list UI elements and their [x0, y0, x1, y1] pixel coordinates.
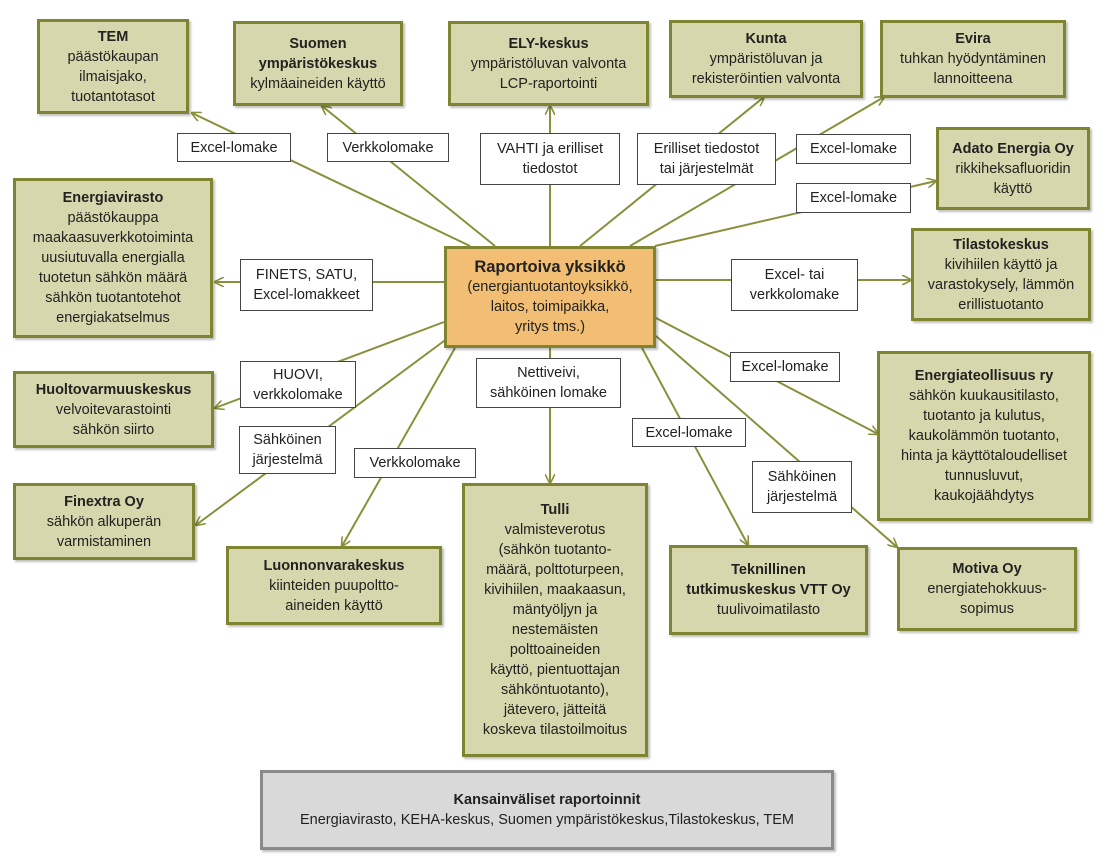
international-body: Energiavirasto, KEHA-keskus, Suomen ympä… [300, 812, 794, 828]
center-title: Raportoiva yksikkö [474, 258, 626, 276]
node-body: kylmäaineiden käyttö [250, 75, 386, 92]
node-vtt: Teknillinen tutkimuskeskus VTT Oy tuuliv… [669, 545, 868, 635]
node-ely: ELY-keskus ympäristöluvan valvonta LCP-r… [448, 21, 649, 106]
label-motiva: Sähköinen järjestelmä [752, 461, 852, 513]
node-evira: Evira tuhkan hyödyntäminen lannoitteena [880, 20, 1066, 98]
node-body: sähkön kuukausitilasto, tuotanto ja kulu… [900, 388, 1068, 504]
node-title: ELY-keskus [508, 35, 589, 52]
label-syke: Verkkolomake [327, 133, 449, 162]
node-body: päästökaupan ilmaisjako, tuotantotasot [67, 48, 159, 105]
node-body: päästökauppa maakaasuverkkotoiminta uusi… [32, 210, 194, 326]
label-ely: VAHTI ja erilliset tiedostot [480, 133, 620, 185]
node-title: Huoltovarmuuskeskus [35, 381, 192, 398]
label-tilastokeskus: Excel- tai verkkolomake [731, 259, 858, 311]
center-node: Raportoiva yksikkö (energiantuotantoyksi… [444, 246, 656, 348]
node-title: Luonnonvarakeskus [263, 557, 405, 574]
node-title: Suomen ympäristökeskus [258, 35, 378, 72]
node-syke: Suomen ympäristökeskus kylmäaineiden käy… [233, 21, 403, 106]
node-energiavirasto: Energiavirasto päästökauppa maakaasuverk… [13, 178, 213, 338]
node-body: energiatehokkuus- sopimus [927, 581, 1047, 617]
node-international: Kansainväliset raportoinnit Energiaviras… [260, 770, 834, 850]
node-body: rikkiheksafluoridin käyttö [955, 160, 1071, 197]
edge-motiva [655, 335, 897, 547]
node-title: Kunta [745, 31, 787, 47]
node-title: Energiateollisuus ry [914, 368, 1054, 384]
node-body: kivihiilen käyttö ja varastokysely, lämm… [927, 256, 1075, 313]
node-body: sähkön alkuperän varmistaminen [46, 513, 162, 550]
label-adato: Excel-lomake [796, 183, 911, 213]
node-energiateollisuus: Energiateollisuus ry sähkön kuukausitila… [877, 351, 1091, 521]
node-title: Finextra Oy [64, 493, 144, 510]
node-tem: TEM päästökaupan ilmaisjako, tuotantotas… [37, 19, 189, 114]
node-title: TEM [97, 28, 129, 45]
node-body: tuulivoimatilasto [716, 602, 821, 618]
international-title: Kansainväliset raportoinnit [453, 792, 641, 808]
node-finextra: Finextra Oy sähkön alkuperän varmistamin… [13, 483, 195, 560]
node-body: tuhkan hyödyntäminen lannoitteena [900, 51, 1046, 87]
node-body: valmisteverotus (sähkön tuotanto- määrä,… [482, 522, 628, 738]
label-energiavirasto: FINETS, SATU, Excel-lomakkeet [240, 259, 373, 311]
node-huoltovarmuus: Huoltovarmuuskeskus velvoitevarastointi … [13, 371, 214, 448]
node-title: Energiavirasto [62, 190, 164, 206]
label-kunta: Erilliset tiedostot tai järjestelmät [637, 133, 776, 185]
node-kunta: Kunta ympäristöluvan ja rekisteröintien … [669, 20, 863, 98]
node-motiva: Motiva Oy energiatehokkuus- sopimus [897, 547, 1077, 631]
node-luonnonvara: Luonnonvarakeskus kiinteiden puupoltto- … [226, 546, 442, 625]
label-tem: Excel-lomake [177, 133, 291, 162]
label-vtt: Excel-lomake [632, 418, 746, 447]
node-title: Evira [955, 31, 991, 47]
node-title: Motiva Oy [952, 561, 1022, 577]
label-evira: Excel-lomake [796, 134, 911, 164]
label-huoltovarmuus: HUOVI, verkkolomake [240, 361, 356, 408]
node-body: ympäristöluvan valvonta LCP-raportointi [470, 55, 627, 92]
node-title: Adato Energia Oy [952, 140, 1074, 157]
node-title: Teknillinen tutkimuskeskus VTT Oy [686, 562, 851, 598]
edge-luonnonvara [342, 347, 456, 546]
label-luonnonvara: Verkkolomake [354, 448, 476, 478]
node-tilastokeskus: Tilastokeskus kivihiilen käyttö ja varas… [911, 228, 1091, 321]
label-tulli: Nettiveivi, sähköinen lomake [476, 358, 621, 408]
label-energiateollisuus: Excel-lomake [730, 352, 840, 382]
node-title: Tilastokeskus [953, 236, 1049, 253]
center-body: (energiantuotantoyksikkö, laitos, toimip… [467, 279, 633, 335]
node-body: kiinteiden puupoltto- aineiden käyttö [269, 577, 399, 614]
node-body: velvoitevarastointi sähkön siirto [55, 401, 172, 438]
node-title: Tulli [540, 502, 570, 518]
node-tulli: Tulli valmisteverotus (sähkön tuotanto- … [462, 483, 648, 757]
edge-syke [322, 106, 496, 247]
label-finextra: Sähköinen järjestelmä [239, 426, 336, 474]
node-body: ympäristöluvan ja rekisteröintien valvon… [691, 51, 841, 87]
node-adato: Adato Energia Oy rikkiheksafluoridin käy… [936, 127, 1090, 210]
